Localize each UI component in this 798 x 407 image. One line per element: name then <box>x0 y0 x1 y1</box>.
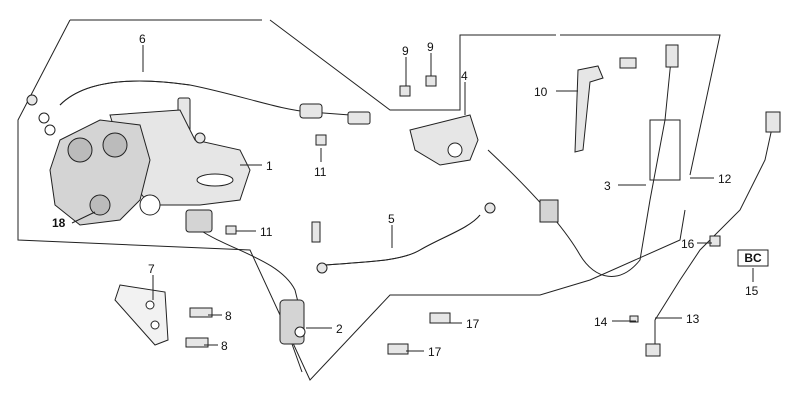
bolt-11-lower <box>225 225 237 235</box>
bolt-11-upper <box>315 134 327 146</box>
callout-8b: 8 <box>221 339 228 353</box>
hose-banjo-left <box>316 262 328 274</box>
callout-17a: 17 <box>466 317 480 331</box>
callout-17b: 17 <box>428 345 442 359</box>
screw-14 <box>629 315 639 323</box>
heel-guard-plate <box>114 284 169 346</box>
callout-18: 18 <box>52 216 66 230</box>
reservoir-bracket <box>409 114 479 166</box>
callout-15: 15 <box>745 284 759 298</box>
bolt-small-1 <box>26 94 38 106</box>
callout-14: 14 <box>594 315 608 329</box>
cable-fitting-lower <box>539 199 559 223</box>
callout-3: 3 <box>604 179 611 193</box>
master-cylinder-hose <box>199 229 301 311</box>
callout-11b: 11 <box>260 225 273 239</box>
callout-9a: 9 <box>402 44 409 58</box>
callout-16: 16 <box>681 237 695 251</box>
badge-label: BC <box>744 251 762 265</box>
bolt-10 <box>619 57 637 69</box>
left-assembly-boundary <box>17 19 721 381</box>
bc-badge: BC <box>737 249 769 267</box>
callout-11a: 11 <box>314 165 327 179</box>
reservoir-cap <box>185 209 213 233</box>
rear-brake-cable <box>487 49 673 277</box>
callout-10: 10 <box>534 85 548 99</box>
hose-outline <box>59 80 191 106</box>
caliper-mount-hole <box>139 194 161 216</box>
reservoir-bracket-hole <box>447 142 463 158</box>
leader-lines <box>71 45 754 352</box>
pipe-clip-16 <box>709 235 721 247</box>
bolt-9-right <box>425 75 437 87</box>
bolt-8-lower <box>185 337 209 348</box>
caliper-piston-1 <box>67 137 93 163</box>
callout-13: 13 <box>686 312 700 326</box>
callout-9b: 9 <box>427 40 434 54</box>
bolt-17-upper <box>429 312 451 324</box>
master-cylinder-port <box>294 326 306 338</box>
pipe-fitting-bottom <box>645 343 661 357</box>
pipe-fitting-top <box>765 111 781 133</box>
heel-guard-hole-2 <box>150 320 160 330</box>
bolt-9-left <box>399 85 411 97</box>
bracket-slot <box>196 173 234 187</box>
bolt-17-lower <box>387 343 409 355</box>
bolt-8-upper <box>189 307 213 318</box>
cable-adjuster-upper <box>665 44 679 68</box>
hose-end-fitting <box>347 111 371 125</box>
callout-8a: 8 <box>225 309 232 323</box>
callout-1: 1 <box>266 159 273 173</box>
callout-12: 12 <box>718 172 732 186</box>
callout-6: 6 <box>139 32 146 46</box>
heel-guard-hole-1 <box>145 300 155 310</box>
master-cylinder-rod <box>291 343 303 373</box>
caliper-piston-2 <box>102 132 128 158</box>
callout-5: 5 <box>388 212 395 226</box>
brake-pipe-right <box>654 127 773 348</box>
callout-4: 4 <box>461 69 468 83</box>
brake-hose-middle <box>324 214 481 266</box>
hose-bolt-top <box>311 221 321 243</box>
caliper-bleed-port <box>89 194 111 216</box>
brake-hose-upper <box>59 80 371 121</box>
hose-middle-highlight <box>324 214 481 266</box>
cable-spring-sleeve <box>649 119 681 181</box>
hose-fitting-right <box>299 103 323 119</box>
callout-7: 7 <box>148 262 155 276</box>
bracket-bolt <box>194 132 206 144</box>
hose-banjo-right <box>484 202 496 214</box>
washer-2 <box>44 124 56 136</box>
washer-1 <box>38 112 50 124</box>
callout-2: 2 <box>336 322 343 336</box>
cable-holder-bracket <box>574 65 604 153</box>
